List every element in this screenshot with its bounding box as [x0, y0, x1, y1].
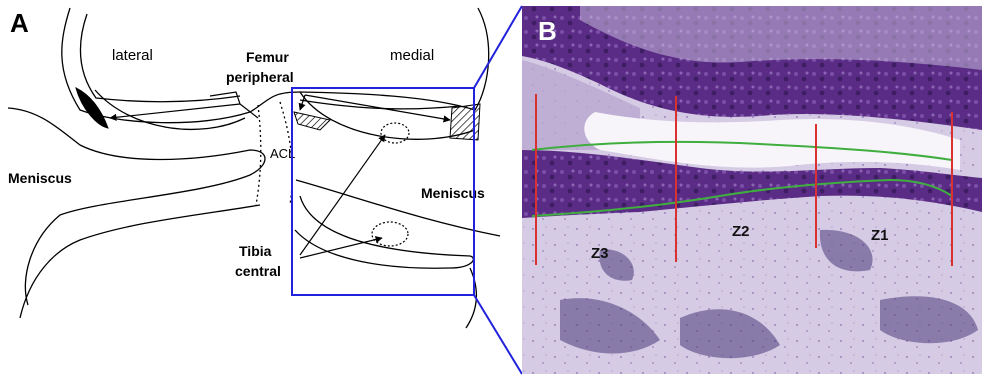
label-meniscus-left: Meniscus [8, 170, 72, 186]
label-femur: Femur [246, 49, 289, 65]
label-meniscus-right: Meniscus [421, 185, 485, 201]
connector-top [474, 6, 522, 88]
femur-peripheral-hatch-right [450, 104, 480, 140]
connector-bottom [474, 295, 522, 374]
panel-a-letter: A [10, 8, 29, 38]
left-meniscus-outline [8, 90, 265, 318]
femur-peripheral-hatch-left [294, 112, 330, 130]
tibia-central-ellipse [372, 222, 408, 246]
zone-label-z3: Z3 [591, 245, 609, 262]
zone-label-z1: Z1 [871, 227, 889, 244]
label-lateral: lateral [112, 47, 153, 64]
panel-b: Z3 Z2 Z1 B [522, 6, 982, 374]
right-meniscus-outline [295, 180, 500, 328]
arrows [110, 92, 450, 258]
femur-central-ellipse [381, 123, 409, 143]
label-tibia: Tibia [239, 243, 272, 259]
label-medial: medial [390, 47, 434, 64]
zone-label-z2: Z2 [732, 223, 750, 240]
label-peripheral: peripheral [226, 69, 294, 85]
panel-b-letter: B [538, 16, 557, 46]
label-central: central [235, 263, 281, 279]
panel-a: A [8, 6, 522, 374]
lateral-meniscus-solid [76, 88, 108, 128]
